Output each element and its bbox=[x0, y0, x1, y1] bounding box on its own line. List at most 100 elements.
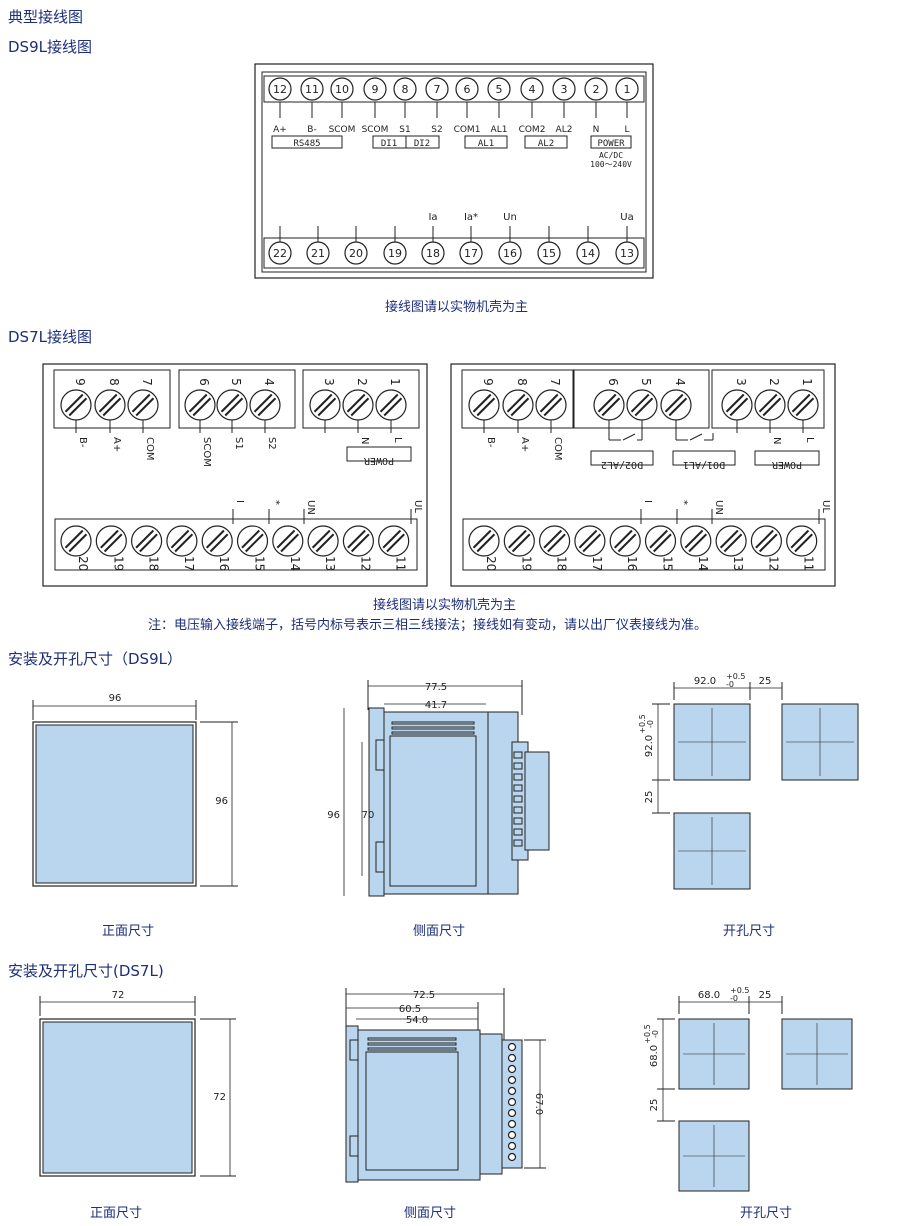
ds7l-top-screw bbox=[60, 389, 92, 421]
ds7l-bottom-screw-slot bbox=[684, 529, 704, 549]
ds9l-top-label: COM2 bbox=[519, 125, 546, 135]
ds7l-top-label: COM bbox=[552, 437, 563, 460]
ds7l-top-screw-slot bbox=[597, 393, 617, 413]
ds7l-top-terminal-num: 7 bbox=[140, 378, 154, 386]
ds7l-side-vent bbox=[367, 1037, 457, 1041]
ds7l-top-screw bbox=[249, 389, 281, 421]
ds7l-cut-h-tol-minus: -0 bbox=[651, 1030, 660, 1038]
ds7l-top-label: COM bbox=[144, 437, 155, 460]
ds9l-side-vent bbox=[391, 721, 475, 725]
ds7l-top-screw-slot bbox=[313, 393, 333, 413]
ds9l-group-power bbox=[590, 135, 632, 149]
ds9l-group-al2-label: AL2 bbox=[538, 139, 554, 149]
ds7l-bottom-screw-slot2 bbox=[315, 533, 335, 553]
ds7l-top-screw bbox=[342, 389, 374, 421]
ds7l-bottom-screw-slot2 bbox=[758, 533, 778, 553]
ds9l-top-terminal bbox=[268, 77, 292, 101]
ds7l-bottom-screw bbox=[378, 525, 410, 557]
ds7l-front-panel bbox=[42, 1021, 193, 1174]
ds9l-side-window bbox=[389, 735, 477, 887]
ds9l-front-outer bbox=[32, 721, 197, 887]
ds7l-top-screw-slot bbox=[758, 393, 778, 413]
ds7l-top-block bbox=[711, 369, 825, 429]
ds7l-top-terminal-num: 5 bbox=[229, 378, 243, 386]
ds9l-top-terminal-num: 12 bbox=[273, 83, 287, 96]
ds7l-front-width: 72 bbox=[112, 990, 125, 1001]
ds7l-bottom-screw bbox=[272, 525, 304, 557]
ds7l-bottom-screw bbox=[60, 525, 92, 557]
ds7l-bottom-screw-slot2 bbox=[582, 533, 602, 553]
ds9l-top-terminal bbox=[363, 77, 387, 101]
ds9l-group-power-label: POWER bbox=[597, 139, 625, 149]
ds7l-bottom-screw bbox=[166, 525, 198, 557]
ds7l-top-screw bbox=[754, 389, 786, 421]
ds7l-bottom-terminal-num: 16 bbox=[217, 556, 231, 571]
ds9l-group-di1-label: DI1 bbox=[381, 139, 397, 149]
ds7l-note: 接线图请以实物机壳为主 bbox=[373, 598, 517, 613]
ds7l-top-screw-slot2 bbox=[102, 397, 122, 417]
ds9l-top-terminal bbox=[393, 77, 417, 101]
ds7l-top-screw-slot2 bbox=[634, 397, 654, 417]
ds7l-bottom-screw-slot2 bbox=[547, 533, 566, 553]
ds7l-side-clip bbox=[349, 1135, 359, 1157]
ds9l-bottom-label: Ia* bbox=[464, 212, 478, 223]
ds9l-top-label: S1 bbox=[399, 125, 410, 135]
ds9l-inner-frame bbox=[261, 71, 647, 273]
ds7l-bottom-screw-slot bbox=[241, 529, 260, 549]
ds7l-top-block bbox=[53, 369, 171, 429]
ds9l-side-pin bbox=[513, 751, 523, 759]
ds9l-top-label: L bbox=[624, 125, 629, 135]
ds7l-bottom-screw bbox=[750, 525, 783, 557]
heading-install-ds9l: 安装及开孔尺寸（DS9L） bbox=[8, 650, 182, 668]
ds7l-top-screw bbox=[127, 389, 159, 421]
ds7l-top-block bbox=[178, 369, 296, 429]
ds9l-note: 接线图请以实物机壳为主 bbox=[385, 300, 529, 315]
ds7l-top-label: L bbox=[392, 437, 403, 443]
caption-front-ds9l: 正面尺寸 bbox=[102, 924, 155, 939]
ds9l-front-width: 96 bbox=[109, 693, 122, 704]
ds7l-bottom-screw-slot2 bbox=[139, 533, 158, 553]
ds7l-front-outer bbox=[39, 1018, 196, 1177]
ds9l-cut-h: 92.0 bbox=[644, 735, 655, 757]
ds7l-top-screw-slot bbox=[630, 393, 650, 413]
ds9l-top-label: SCOM bbox=[362, 125, 389, 135]
ds7l-top-screw bbox=[309, 389, 341, 421]
ds9l-top-label: SCOM bbox=[329, 125, 356, 135]
ds7l-top-terminal-num: 8 bbox=[107, 378, 121, 386]
ds7l-top-screw bbox=[660, 389, 692, 421]
ds7l-top-label: N bbox=[359, 437, 370, 444]
ds7l-do1-label: DO1/AL1 bbox=[683, 459, 725, 470]
caption-front-ds7l: 正面尺寸 bbox=[90, 1206, 143, 1221]
ds7l-bottom-screw-slot2 bbox=[794, 533, 813, 553]
ds7l-bottom-screw bbox=[574, 525, 606, 557]
ds7l-bottom-screw-slot bbox=[170, 529, 190, 549]
ds7l-top-screw-slot2 bbox=[135, 397, 155, 417]
ds7l-top-screw-slot bbox=[539, 393, 559, 413]
ds9l-top-label: COM1 bbox=[454, 125, 481, 135]
ds9l-cut-tol-minus: -0 bbox=[726, 680, 734, 689]
ds7l-top-screw-slot2 bbox=[510, 397, 530, 417]
ds7l-side-w2: 60.5 bbox=[399, 1004, 421, 1015]
ds9l-top-terminal bbox=[487, 77, 511, 101]
ds7l-top-terminal-num: 4 bbox=[262, 378, 276, 386]
ds7l-top-screw-slot2 bbox=[729, 397, 749, 417]
ds9l-side-pin bbox=[513, 795, 523, 803]
ds7l-bottom-screw bbox=[503, 525, 535, 557]
ds7l-side-back bbox=[479, 1033, 503, 1175]
ds7l-bottom-screw-slot bbox=[649, 529, 668, 549]
ds7l-bottom-terminal-num: 11 bbox=[802, 556, 816, 571]
ds7l-top-screw bbox=[468, 389, 500, 421]
ds7l-top-screw bbox=[626, 389, 658, 421]
ds7l-bottom-screw-slot bbox=[719, 529, 739, 549]
ds9l-top-terminal bbox=[584, 77, 608, 101]
ds7l-bottom-terminal-num: 15 bbox=[661, 556, 675, 571]
ds7l-bottom-screw bbox=[201, 525, 233, 557]
ds7l-side-window bbox=[365, 1051, 459, 1171]
ds7l-top-screw-slot bbox=[379, 393, 399, 413]
ds9l-side-pin bbox=[513, 839, 523, 847]
ds9l-cut-tol-plus: +0.5 bbox=[726, 672, 745, 681]
ds7l-bottom-screw-slot2 bbox=[688, 533, 708, 553]
ds7l-top-screw bbox=[375, 389, 407, 421]
ds7l-top-screw-slot2 bbox=[224, 397, 244, 417]
ds7l-bottom-label: UL bbox=[820, 500, 831, 513]
